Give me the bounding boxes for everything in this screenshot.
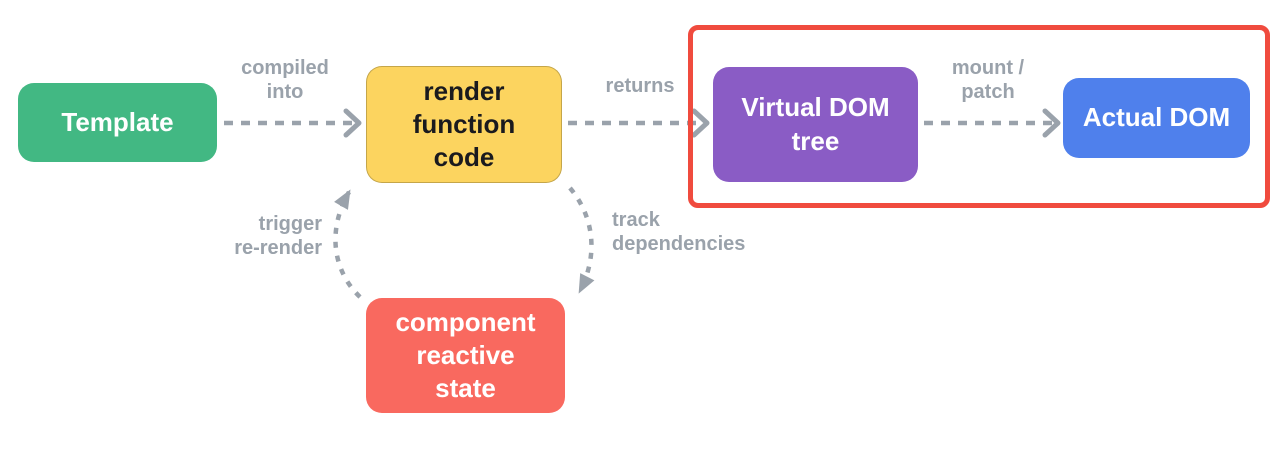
edge-label-mount-patch: mount / patch (951, 57, 1025, 103)
node-component-reactive-state: component reactive state (366, 298, 565, 413)
edge-label-trigger-re-render: trigger re-render (234, 213, 322, 259)
arrow-track-dependencies (568, 186, 595, 294)
node-render-function-code: render function code (366, 66, 562, 183)
node-template: Template (18, 83, 217, 162)
edge-label-track-dependencies: track dependencies (612, 209, 746, 255)
edge-label-returns: returns (605, 75, 675, 97)
arrow-trigger-re-render (333, 189, 362, 299)
edge-label-compiled-into: compiled into (241, 57, 329, 103)
node-actual-dom: Actual DOM (1063, 78, 1250, 158)
node-virtual-dom-tree: Virtual DOM tree (713, 67, 918, 182)
